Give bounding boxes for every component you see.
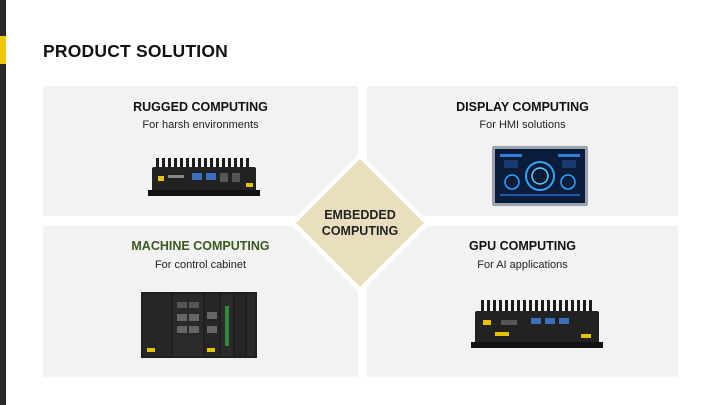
embedded-computing-diamond: EMBEDDED COMPUTING — [288, 151, 432, 295]
left-edge-bar — [0, 0, 6, 405]
slide-title: PRODUCT SOLUTION — [43, 41, 229, 61]
panel-rugged-computing: RUGGED COMPUTING For harsh environments — [43, 86, 358, 216]
panel-subtitle: For harsh environments — [142, 119, 259, 131]
panel-subtitle: For HMI solutions — [479, 119, 566, 131]
panel-pc-display-image — [492, 146, 588, 206]
panel-gpu-computing: GPU COMPUTING For AI applications — [367, 226, 678, 377]
panel-machine-computing: MACHINE COMPUTING For control cabinet — [43, 226, 358, 377]
panel-title: RUGGED COMPUTING — [133, 100, 268, 114]
rugged-box-pc-image — [148, 158, 260, 196]
center-label-line1: EMBEDDED — [324, 208, 396, 222]
panel-title: MACHINE COMPUTING — [131, 239, 270, 253]
panel-title: GPU COMPUTING — [469, 239, 576, 253]
diamond-shape: EMBEDDED COMPUTING — [290, 153, 430, 293]
panel-title: DISPLAY COMPUTING — [456, 100, 589, 114]
left-accent-bar — [0, 36, 6, 64]
center-label-line2: COMPUTING — [322, 224, 398, 238]
panel-display-computing: DISPLAY COMPUTING For HMI solutions — [367, 86, 678, 216]
modular-control-pc-image — [141, 292, 257, 358]
panel-subtitle: For AI applications — [477, 259, 568, 271]
panel-subtitle: For control cabinet — [154, 259, 247, 271]
gpu-fanless-pc-image — [471, 300, 603, 348]
